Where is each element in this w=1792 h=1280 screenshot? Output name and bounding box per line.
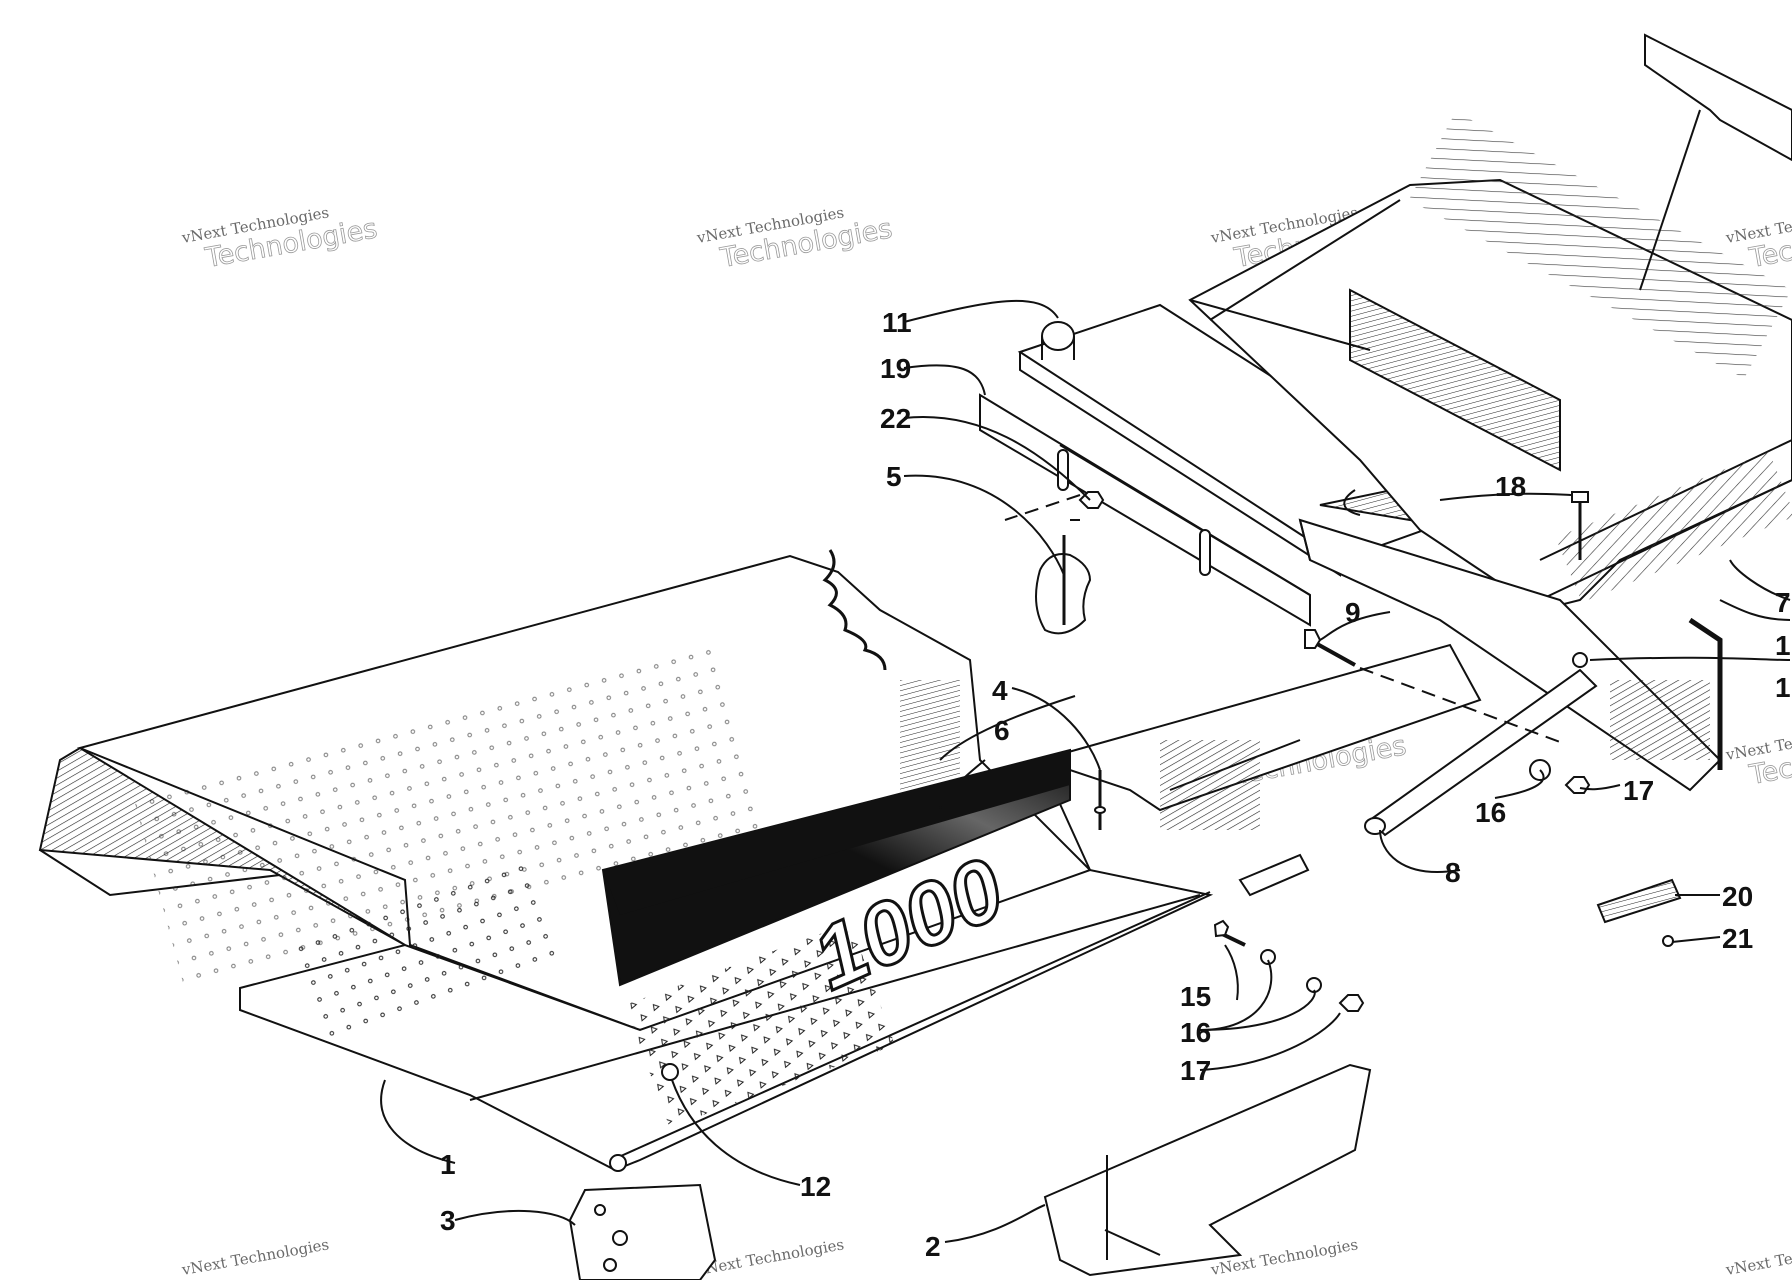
part-19-rail bbox=[979, 393, 1311, 627]
watermark: vNext Technologies Technologies bbox=[1724, 720, 1792, 791]
part-2-bracket bbox=[1043, 1063, 1372, 1277]
watermark-text: vNext Technologies bbox=[180, 1235, 331, 1279]
callout-9: 9 bbox=[1345, 597, 1361, 628]
watermark: vNext Technologies bbox=[180, 1235, 331, 1279]
callout-5: 5 bbox=[886, 461, 902, 492]
watermark: vNext Technologies bbox=[1209, 1235, 1360, 1279]
callout-12: 12 bbox=[800, 1171, 831, 1202]
watermark: vNext Technologies bbox=[1724, 1235, 1792, 1279]
watermark-text: vNext Technologies bbox=[1209, 1235, 1360, 1279]
watermark-text: vNext Technologies bbox=[1724, 1235, 1792, 1279]
part-1-tunnel bbox=[38, 549, 1482, 1172]
callout-8: 8 bbox=[1445, 857, 1461, 888]
watermark: vNext Technologies bbox=[695, 1235, 846, 1279]
callout-21: 21 bbox=[1722, 923, 1753, 954]
callout-7: 7 bbox=[1775, 587, 1791, 618]
watermark-text: vNext Technologies bbox=[695, 1235, 846, 1279]
watermark: vNext Technologies Technologies bbox=[180, 203, 380, 274]
callout-17-lower: 17 bbox=[1180, 1055, 1211, 1086]
callout-4: 4 bbox=[992, 675, 1008, 706]
watermark: vNext Technologies Technologies bbox=[695, 203, 895, 274]
callout-17-upper: 17 bbox=[1623, 775, 1654, 806]
callout-16-upper: 16 bbox=[1475, 797, 1506, 828]
callout-11: 11 bbox=[882, 307, 912, 338]
callout-1-right-a: 1 bbox=[1775, 630, 1791, 661]
nut-icon bbox=[1564, 776, 1591, 794]
callout-19: 19 bbox=[880, 353, 911, 384]
callout-18: 18 bbox=[1495, 471, 1526, 502]
callout-16-lower: 16 bbox=[1180, 1017, 1211, 1048]
callouts: 1 2 3 4 5 6 8 9 11 12 15 16 16 17 17 18 … bbox=[440, 307, 1791, 1262]
callout-15: 15 bbox=[1180, 981, 1211, 1012]
callout-1: 1 bbox=[440, 1149, 456, 1180]
leader-lines bbox=[380, 299, 1791, 1243]
callout-2: 2 bbox=[925, 1231, 941, 1262]
callout-3: 3 bbox=[440, 1205, 456, 1236]
callout-20: 20 bbox=[1722, 881, 1753, 912]
callout-6: 6 bbox=[994, 715, 1010, 746]
part-3-plate bbox=[568, 1183, 717, 1280]
callout-1-right-b: 1 bbox=[1775, 672, 1791, 703]
callout-22: 22 bbox=[880, 403, 911, 434]
rear-frame bbox=[1188, 33, 1792, 792]
part-20-reflector bbox=[1596, 878, 1682, 924]
